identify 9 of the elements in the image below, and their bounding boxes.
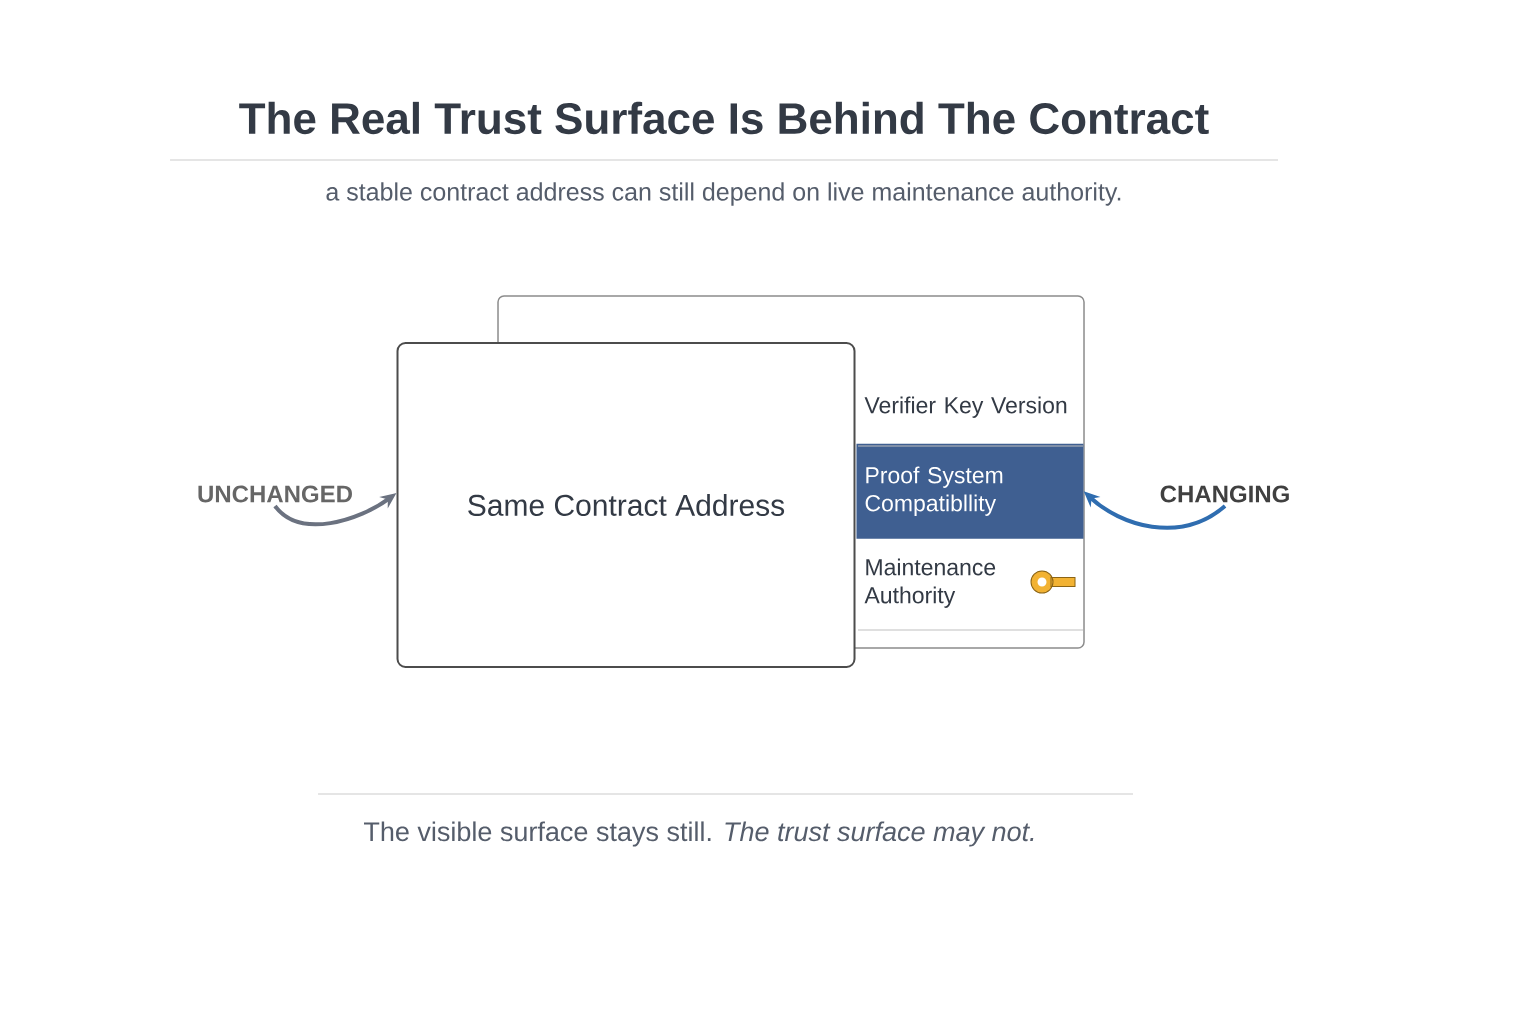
subtitle: a stable contract address can still depend on live maintenance authority.: [326, 182, 1121, 206]
row: Maintenance Authority: [864, 558, 996, 608]
row: Verifier Key Version: [864, 396, 1067, 418]
highlighted-row: Proof System Compatibllity: [856, 443, 1084, 539]
contract-card: Same Contract Address: [396, 342, 856, 668]
title: The Real Trust Surface Is Behind The Contract: [239, 101, 1209, 135]
label-text: UNCHANGED: [198, 485, 352, 503]
label-text: CHANGING: [1160, 485, 1289, 503]
caption: The visible surface stays still. The trust surface may not.: [364, 821, 1034, 847]
